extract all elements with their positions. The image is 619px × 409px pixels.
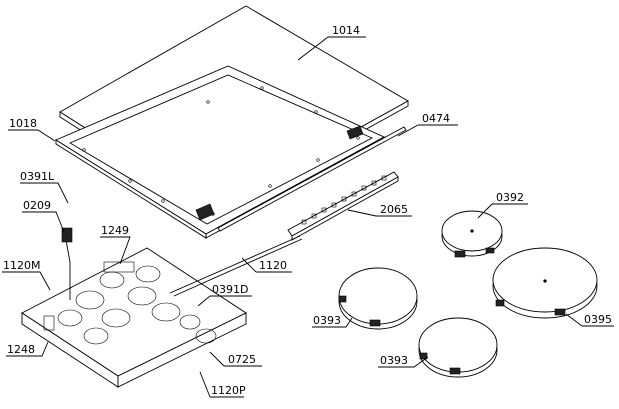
label-1120P: 1120P: [211, 384, 246, 397]
hotplate-0392: [441, 210, 503, 258]
bottom-housing-1248: [21, 227, 303, 388]
label-0395: 0395: [584, 313, 612, 326]
label-0725: 0725: [228, 353, 256, 366]
label-0393-b: 0393: [380, 354, 408, 367]
label-1248: 1248: [7, 343, 35, 356]
label-1120: 1120: [259, 259, 287, 272]
label-1014: 1014: [332, 24, 360, 37]
leader-lines: [2, 36, 614, 398]
hotplate-0393-b: [418, 317, 498, 378]
label-0474: 0474: [422, 112, 450, 125]
control-board-2065: [287, 171, 399, 241]
label-1249: 1249: [101, 224, 129, 237]
label-0209: 0209: [23, 199, 51, 212]
label-2065: 2065: [380, 203, 408, 216]
seal-strip-0474: [217, 126, 407, 232]
part-labels: 1014 1018 0474 0391L 0209 1249 2065 0392…: [3, 24, 612, 397]
label-0391D: 0391D: [212, 283, 248, 296]
hotplate-0395: [492, 247, 598, 319]
label-1120M: 1120M: [3, 259, 41, 272]
hotplate-0393-a: [338, 267, 418, 330]
label-0392: 0392: [496, 191, 524, 204]
label-0391L: 0391L: [20, 170, 55, 183]
label-0393-a: 0393: [313, 314, 341, 327]
label-1018: 1018: [9, 117, 37, 130]
